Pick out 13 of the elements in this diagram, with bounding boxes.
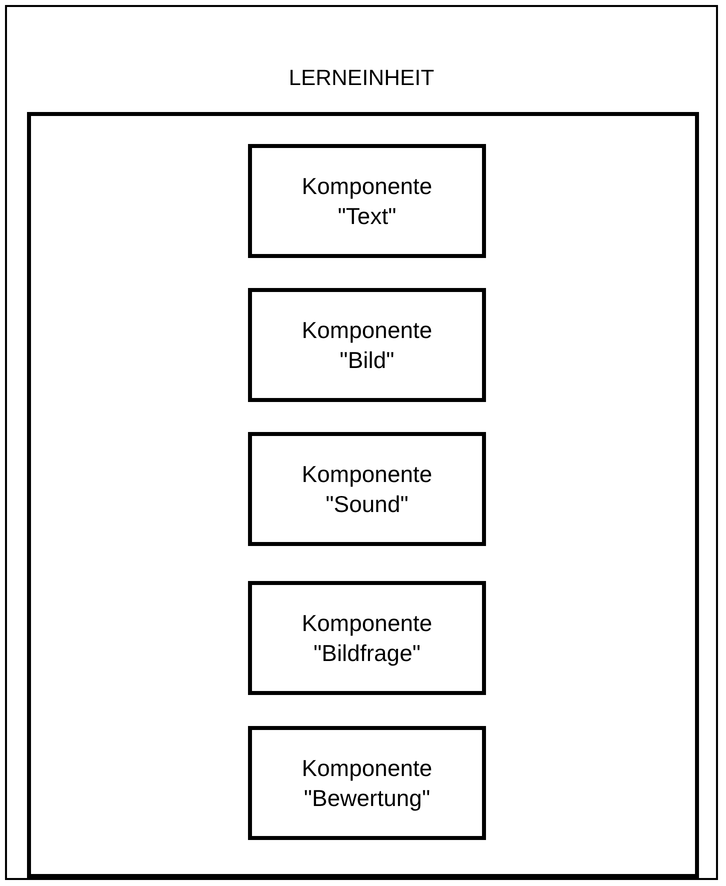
component-label: Komponente "Text" xyxy=(300,172,434,231)
component-label: Komponente "Bildfrage" xyxy=(300,609,434,668)
component-box xyxy=(248,726,486,840)
component-box xyxy=(248,432,486,546)
component-box xyxy=(248,144,486,258)
component-box xyxy=(248,288,486,402)
component-box xyxy=(248,581,486,695)
component-label: Komponente "Bild" xyxy=(300,316,434,375)
title: LERNEINHEIT xyxy=(288,64,436,92)
component-label: Komponente "Sound" xyxy=(300,460,434,519)
container-box xyxy=(5,5,718,880)
group-box xyxy=(27,112,699,878)
component-label: Komponente "Bewertung" xyxy=(300,754,434,813)
